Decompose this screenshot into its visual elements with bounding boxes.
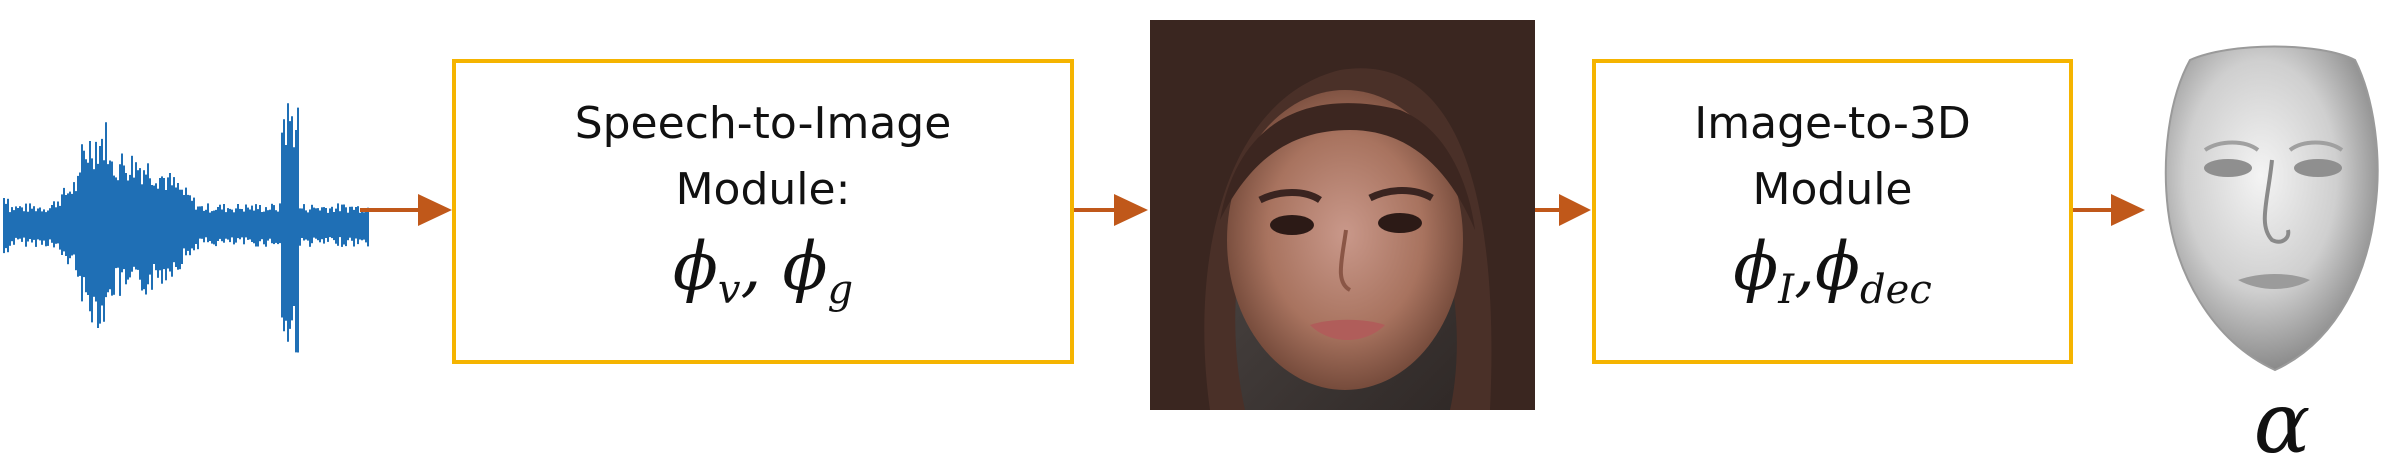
param-sub-i: I bbox=[1778, 267, 1795, 313]
param-separator: , bbox=[1794, 228, 1816, 305]
arrow-face-to-module bbox=[1535, 194, 1591, 226]
param-separator: , bbox=[740, 228, 783, 305]
3d-face-model bbox=[2164, 45, 2379, 372]
param-phi: ϕ bbox=[1815, 228, 1861, 305]
image-to-3d-module: Image-to-3D Module ϕI,ϕdec bbox=[1592, 59, 2073, 364]
param-sub-v: v bbox=[717, 267, 741, 313]
param-phi: ϕ bbox=[672, 228, 718, 305]
generated-face-image bbox=[1150, 20, 1535, 410]
image-to-3d-title: Image-to-3D Module bbox=[1694, 98, 1971, 215]
speech-to-image-params: ϕv, ϕg bbox=[456, 227, 1070, 330]
arrow-speech-to-module bbox=[360, 194, 452, 226]
image-to-3d-params: ϕI,ϕdec bbox=[1596, 227, 2069, 330]
arrow-module-to-3d-face bbox=[2073, 194, 2145, 226]
speech-waveform bbox=[3, 103, 369, 353]
speech-to-image-module: Speech-to-Image Module: ϕv, ϕg bbox=[452, 59, 1074, 364]
speech-to-image-title: Speech-to-Image Module: bbox=[574, 98, 952, 215]
output-alpha-label: α bbox=[2253, 374, 2311, 472]
arrow-module-to-face bbox=[1074, 194, 1148, 226]
param-sub-g: g bbox=[827, 267, 854, 313]
param-sub-dec: dec bbox=[1860, 267, 1932, 313]
param-phi: ϕ bbox=[782, 228, 828, 305]
param-phi: ϕ bbox=[1733, 228, 1779, 305]
